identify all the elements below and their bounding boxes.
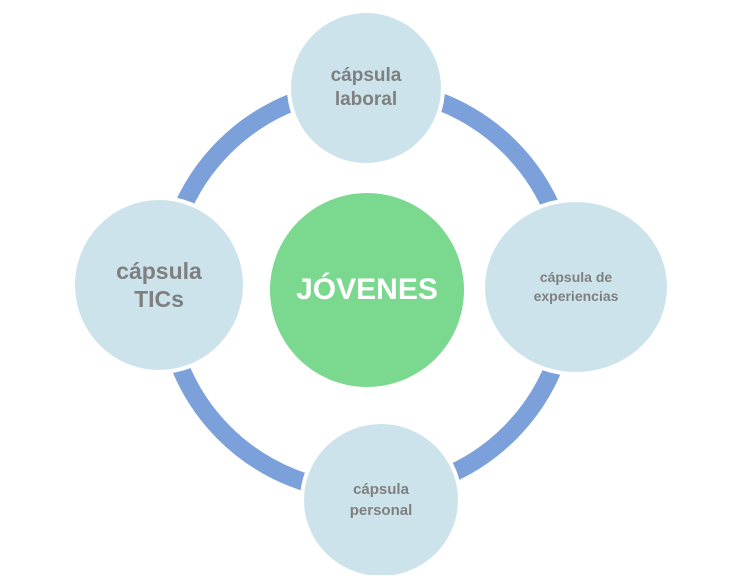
node-bottom-circle [300,420,462,575]
node-bottom-line2: personal [349,502,413,519]
node-top-line1: cápsula [330,65,402,86]
node-top-circle [287,9,445,167]
node-top-line2: laboral [334,89,398,110]
node-left-circle [71,196,247,374]
node-right-line1: cápsula de [539,269,613,285]
node-top: cápsula laboral [290,12,442,164]
node-left-line1: cápsula [116,258,202,284]
node-bottom-line1: cápsula [353,481,409,498]
node-right-line2: experiencias [533,288,619,304]
center-circle [270,193,464,387]
center-label: JÓVENES [296,273,438,306]
node-left-line2: TICs [134,286,184,312]
node-right-circle [481,198,671,376]
center-node: JÓVENES [270,193,464,387]
node-bottom: cápsula personal [302,422,460,578]
node-right: cápsula de experiencias [483,200,669,374]
